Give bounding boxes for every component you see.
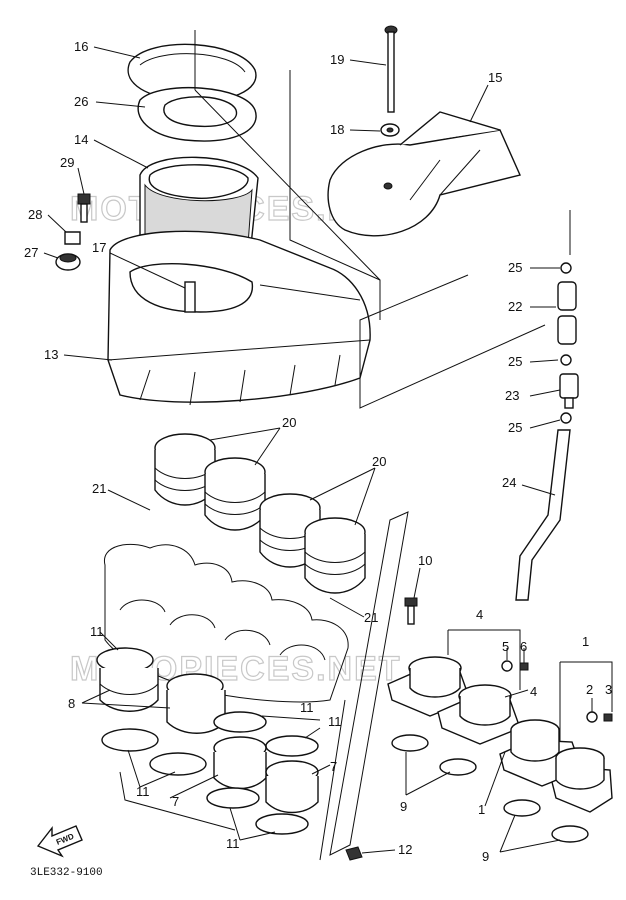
- callout-6: 6: [520, 639, 527, 654]
- callout-13: 13: [44, 347, 58, 362]
- callout-26: 26: [74, 94, 88, 109]
- hose-22: [557, 281, 577, 345]
- washer-18: [380, 123, 400, 137]
- callout-12: 12: [398, 842, 412, 857]
- callout-21-a: 21: [92, 481, 106, 496]
- intake-boot-20-b: [204, 457, 266, 531]
- reference-lines: [119, 30, 571, 861]
- hose-24: [515, 429, 571, 601]
- joint-7-a: [213, 736, 267, 790]
- callout-9-a: 9: [400, 799, 407, 814]
- callout-20-b: 20: [372, 454, 386, 469]
- callout-29: 29: [60, 155, 74, 170]
- callout-15: 15: [488, 70, 502, 85]
- air-filter-cover-16: [127, 43, 257, 102]
- callout-22: 22: [508, 299, 522, 314]
- diagram-code: 3LE332-9100: [30, 867, 103, 879]
- callout-25-bottom: 25: [508, 420, 522, 435]
- forward-arrow-icon: FWD: [36, 825, 83, 858]
- grommet-27: [55, 253, 81, 271]
- callout-8: 8: [68, 696, 75, 711]
- callout-10: 10: [418, 553, 432, 568]
- intake-boot-20-d: [304, 517, 366, 594]
- callout-1-a: 1: [582, 634, 589, 649]
- callout-14: 14: [74, 132, 88, 147]
- callout-11-d: 11: [226, 836, 240, 851]
- bolt-19: [384, 25, 398, 113]
- callout-9-b: 9: [482, 849, 489, 864]
- filter-seal-26: [137, 86, 257, 142]
- leader-lines: [43, 46, 613, 854]
- clamp-11-row: [101, 711, 319, 776]
- check-valve-23: [559, 373, 579, 409]
- callout-23: 23: [505, 388, 519, 403]
- callout-19: 19: [330, 52, 344, 67]
- callout-7-b: 7: [330, 759, 337, 774]
- callout-11-c: 11: [136, 784, 150, 799]
- intake-duct-15: [327, 111, 521, 237]
- joint-8-b: [166, 673, 226, 734]
- callout-2: 2: [586, 682, 593, 697]
- o-rings-9: [391, 734, 589, 843]
- manifold-4-a: [387, 656, 471, 717]
- callout-5: 5: [502, 639, 509, 654]
- callout-21-b: 21: [364, 610, 378, 625]
- clip-25-bottom: [560, 412, 572, 424]
- fitting-17: [184, 281, 196, 313]
- clamp-11-bottom: [206, 787, 309, 835]
- air-box-case-13: [107, 230, 371, 406]
- intake-boot-20-a: [154, 433, 216, 506]
- callout-20-a: 20: [282, 415, 296, 430]
- callout-17: 17: [92, 240, 106, 255]
- callout-25-top: 25: [508, 260, 522, 275]
- callout-11-b: 11: [328, 714, 342, 729]
- callout-28: 28: [28, 207, 42, 222]
- callout-4-b: 4: [530, 684, 537, 699]
- clip-25-middle: [560, 354, 572, 366]
- callout-7-a: 7: [172, 794, 179, 809]
- callout-24: 24: [502, 475, 516, 490]
- clip-12: [345, 846, 363, 861]
- callout-18: 18: [330, 122, 344, 137]
- callout-11-e: 11: [300, 700, 314, 715]
- callout-25-middle: 25: [508, 354, 522, 369]
- bolt-10: [404, 597, 418, 625]
- clip-25-top: [560, 262, 572, 274]
- joint-7-b: [265, 760, 319, 814]
- callout-4-a: 4: [476, 607, 483, 622]
- callout-27: 27: [24, 245, 38, 260]
- callout-1-b: 1: [478, 802, 485, 817]
- callout-3: 3: [605, 682, 612, 697]
- collar-28: [64, 231, 81, 245]
- callout-16: 16: [74, 39, 88, 54]
- joint-8-a: [99, 668, 159, 712]
- callout-11-a: 11: [90, 624, 104, 639]
- screws-5-6-2-3: [501, 660, 613, 723]
- manifold-1-b: [551, 747, 613, 813]
